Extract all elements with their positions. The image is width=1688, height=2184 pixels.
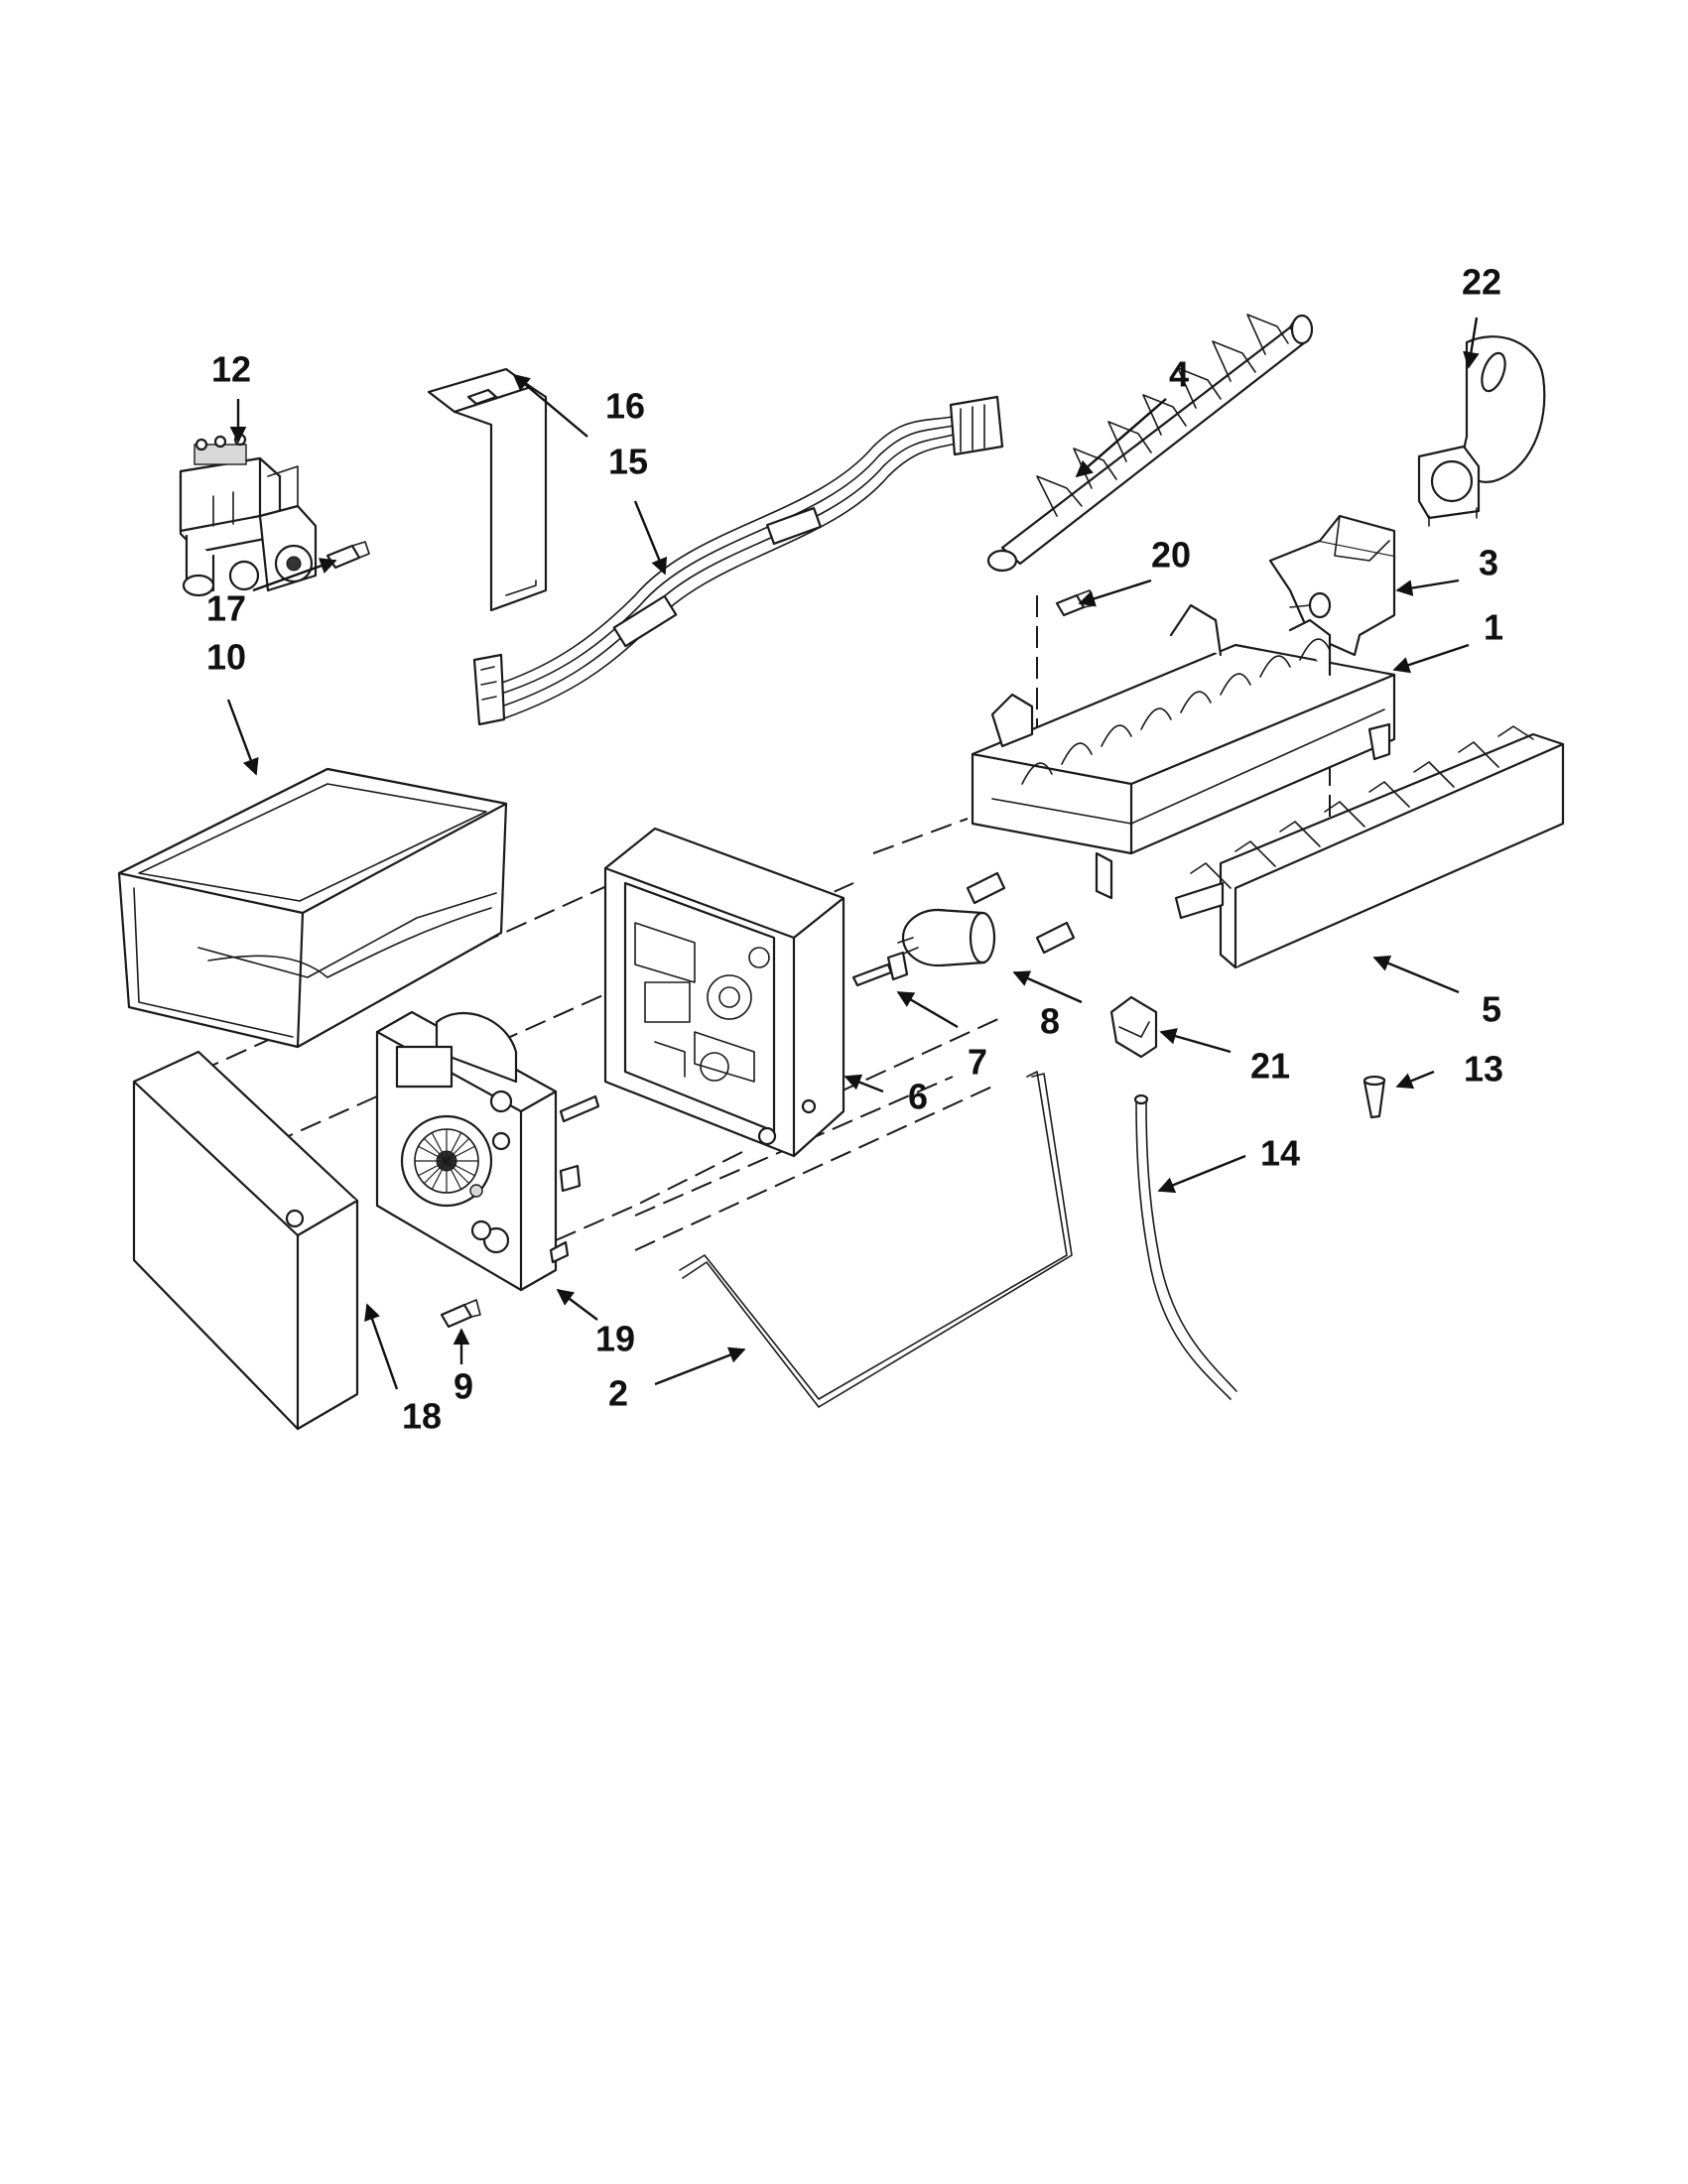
ice-mold-part bbox=[971, 603, 1396, 900]
shutoff-cam-part bbox=[1417, 335, 1546, 527]
callout-17: 17 bbox=[206, 588, 246, 629]
callout-18: 18 bbox=[402, 1396, 442, 1437]
callout-13: 13 bbox=[1464, 1049, 1503, 1090]
fill-tube-part bbox=[966, 871, 1076, 955]
callout-16: 16 bbox=[605, 386, 645, 427]
mold-screw-part bbox=[1055, 589, 1095, 617]
plug-part bbox=[1363, 1075, 1386, 1119]
leader-arrows bbox=[226, 317, 1480, 1390]
stripper-part bbox=[1174, 725, 1565, 969]
callout-6: 6 bbox=[908, 1077, 928, 1117]
ejector-shaft-part bbox=[986, 314, 1314, 573]
thermostat-part bbox=[897, 908, 996, 967]
callout-labels: 12 16 15 4 22 3 20 1 17 10 5 8 7 6 21 13… bbox=[206, 262, 1503, 1437]
wire-harness-part bbox=[472, 395, 1004, 726]
harness-bracket-part bbox=[427, 367, 548, 612]
fill-cup-tube-part bbox=[1133, 1093, 1237, 1400]
ice-bin-part bbox=[117, 767, 508, 1049]
callout-21: 21 bbox=[1250, 1046, 1290, 1087]
shutoff-arm-part bbox=[679, 1071, 1073, 1408]
callout-7: 7 bbox=[968, 1042, 987, 1083]
module-housing-part bbox=[603, 827, 845, 1158]
clip-part bbox=[1109, 995, 1158, 1059]
callout-2: 2 bbox=[608, 1373, 628, 1414]
water-valve-part bbox=[179, 433, 318, 597]
callout-10: 10 bbox=[206, 637, 246, 678]
valve-screw-part bbox=[325, 541, 370, 570]
module-screw-part bbox=[440, 1299, 481, 1329]
pin-part bbox=[851, 951, 909, 987]
callout-19: 19 bbox=[595, 1319, 635, 1359]
callout-1: 1 bbox=[1484, 607, 1503, 648]
module-cover-part bbox=[132, 1050, 359, 1431]
motor-module-part bbox=[375, 1010, 600, 1292]
callout-8: 8 bbox=[1040, 1001, 1060, 1042]
callout-3: 3 bbox=[1479, 543, 1498, 583]
callout-9: 9 bbox=[454, 1366, 473, 1407]
mold-cover-part bbox=[1268, 514, 1396, 657]
callout-20: 20 bbox=[1151, 535, 1191, 576]
callout-15: 15 bbox=[608, 442, 648, 482]
callout-5: 5 bbox=[1482, 989, 1501, 1030]
callout-14: 14 bbox=[1260, 1133, 1300, 1174]
callout-22: 22 bbox=[1462, 262, 1501, 303]
callout-12: 12 bbox=[211, 349, 251, 390]
callout-4: 4 bbox=[1169, 354, 1189, 395]
